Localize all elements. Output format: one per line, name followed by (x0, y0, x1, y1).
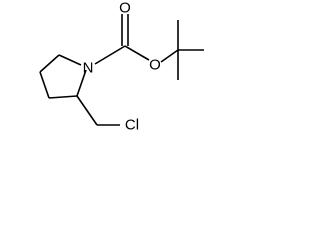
bond-c5-n (58, 54, 82, 66)
bond-c2-ch2 (76, 95, 98, 126)
bond-n-carbonyl-c (94, 45, 126, 65)
bond-ester-o-cq (160, 49, 179, 63)
atom-label-ester-oxygen: O (149, 57, 161, 74)
bond-carbonyl-c-ester-o (124, 45, 150, 61)
bond-c2-c3 (48, 95, 78, 99)
atom-label-carbonyl-oxygen: O (119, 0, 131, 17)
bond-c4-c5 (39, 54, 60, 73)
atom-label-chlorine: Cl (125, 117, 139, 134)
atom-label-nitrogen: N (83, 60, 94, 77)
bond-c3-c4 (39, 71, 50, 99)
bond-n-c2 (76, 69, 87, 97)
molecule-structure-diagram: N O O Cl (39, 0, 204, 134)
